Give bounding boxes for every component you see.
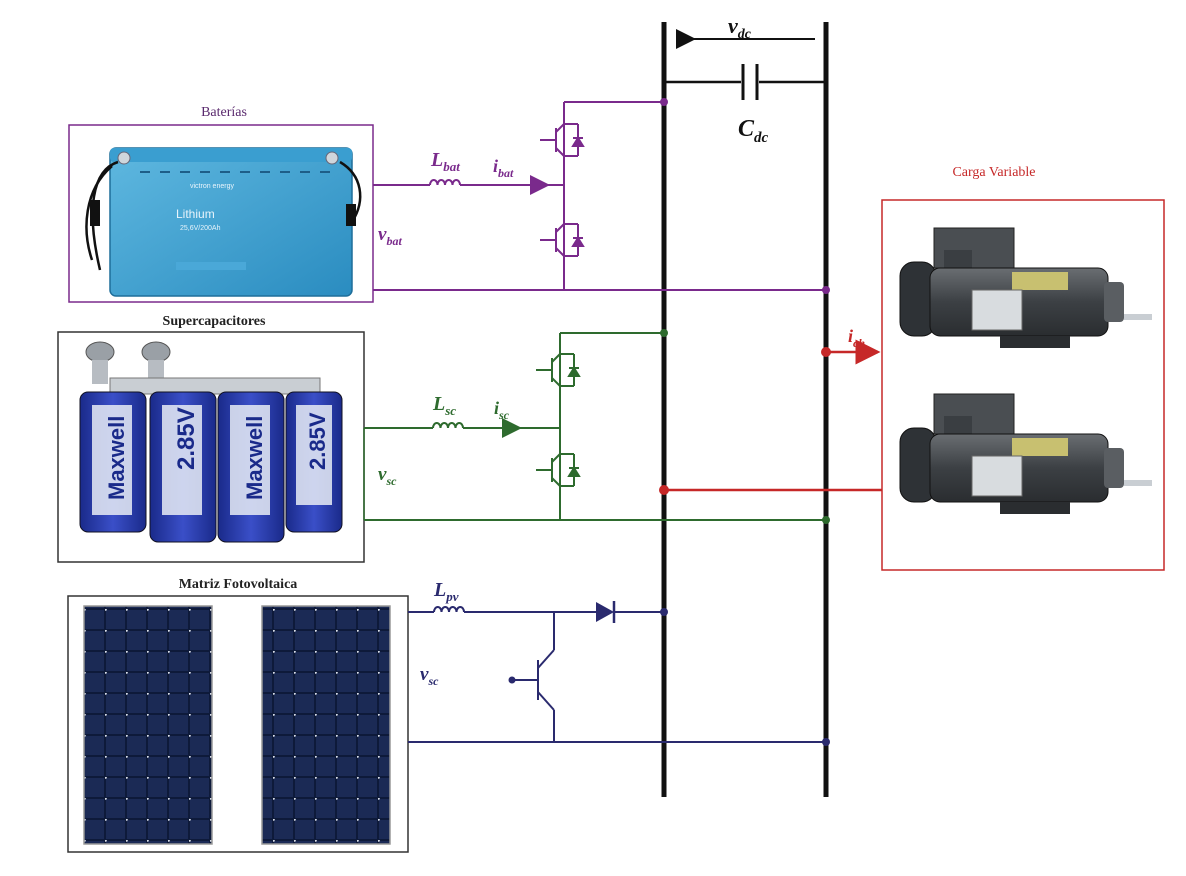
pv-boost-transistor-icon xyxy=(508,649,555,711)
battery-icon: victron energy Lithium 25,6V/200Ah xyxy=(85,147,362,297)
battery-section: Baterías victron energy Lithium 25,6V/20… xyxy=(68,98,830,303)
lpv-label: Lpv xyxy=(433,579,459,604)
motor-icon xyxy=(899,227,1152,348)
svg-text:2.85V: 2.85V xyxy=(173,407,200,470)
load-title: Carga Variable xyxy=(952,165,1035,180)
motor-icon xyxy=(899,393,1152,514)
vbat-label: vbat xyxy=(378,224,402,248)
ibat-label: ibat xyxy=(493,156,514,180)
vsc-label: vsc xyxy=(378,464,397,488)
battery-title: Baterías xyxy=(201,105,247,120)
battery-frame xyxy=(68,124,374,303)
pv-section: Matriz Fotovoltaica Lpv vsc xyxy=(67,577,830,853)
battery-inductor-icon xyxy=(429,179,461,186)
battery-upper-igbt-icon xyxy=(540,123,585,157)
svg-text:victron energy: victron energy xyxy=(190,183,234,190)
load-section: Carga Variable ich xyxy=(659,165,1165,571)
pv-diode-icon xyxy=(596,601,616,623)
supercap-section: Supercapacitores Maxwell Maxwell 2.85V 2… xyxy=(57,314,830,563)
lsc-label: Lsc xyxy=(432,393,456,418)
vdc-label: vdc xyxy=(728,13,752,42)
load-frame xyxy=(881,199,1165,571)
svg-text:25,6V/200Ah: 25,6V/200Ah xyxy=(180,225,221,232)
dc-link-capacitor-icon xyxy=(741,64,759,100)
supercap-inductor-icon xyxy=(432,422,464,429)
cdc-label: Cdc xyxy=(738,116,769,146)
pv-title: Matriz Fotovoltaica xyxy=(179,577,298,592)
isc-label: isc xyxy=(494,398,510,422)
lbat-label: Lbat xyxy=(430,149,460,174)
supercap-bank-icon: Maxwell Maxwell 2.85V 2.85V xyxy=(79,341,343,543)
ich-label: ich xyxy=(848,326,865,350)
pv-panel-icon xyxy=(83,605,391,845)
svg-text:2.85V: 2.85V xyxy=(305,412,330,470)
vpv-label: vsc xyxy=(420,664,439,688)
dc-bus: vdc Cdc xyxy=(661,13,829,797)
svg-text:Lithium: Lithium xyxy=(176,207,215,221)
supercap-lower-igbt-icon xyxy=(536,453,581,487)
battery-lower-igbt-icon xyxy=(540,223,585,257)
svg-text:Maxwell: Maxwell xyxy=(104,416,129,500)
svg-text:Maxwell: Maxwell xyxy=(242,416,267,500)
pv-inductor-icon xyxy=(433,606,465,613)
supercap-upper-igbt-icon xyxy=(536,353,581,387)
supercap-title: Supercapacitores xyxy=(163,314,266,329)
